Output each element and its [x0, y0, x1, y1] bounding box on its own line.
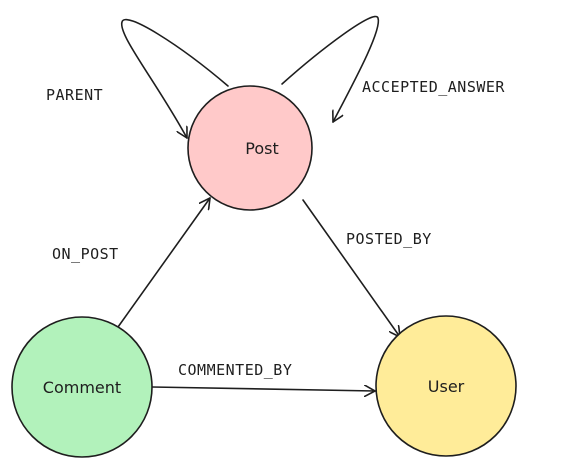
edge-posted-by	[302, 199, 401, 338]
node-user-label: User	[428, 377, 465, 396]
node-post-circle	[187, 85, 313, 211]
edge-label-parent: PARENT	[46, 86, 103, 104]
edge-label-posted-by: POSTED_BY	[346, 230, 432, 248]
node-post-label: Post	[245, 139, 278, 158]
edge-label-commented-by: COMMENTED_BY	[178, 361, 292, 379]
node-post: Post	[187, 85, 313, 211]
node-user-circle	[375, 315, 517, 457]
edge-commented-by	[151, 387, 376, 391]
edge-accepted-answer	[281, 15, 380, 123]
node-comment: Comment	[11, 316, 153, 458]
edge-label-accepted-answer: ACCEPTED_ANSWER	[362, 78, 505, 96]
node-comment-circle	[11, 316, 153, 458]
node-user: User	[375, 315, 517, 457]
edge-label-on-post: ON_POST	[52, 245, 119, 263]
edge-parent	[121, 18, 229, 139]
edge-on-post	[117, 197, 211, 328]
node-comment-label: Comment	[43, 378, 121, 397]
